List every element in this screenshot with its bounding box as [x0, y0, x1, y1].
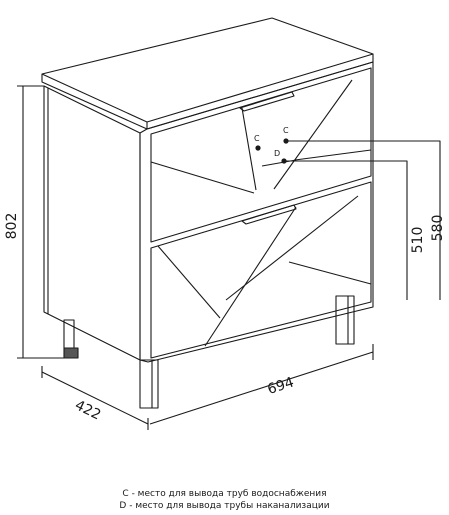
width-label: 694 — [266, 374, 296, 398]
cabinet-side-panel — [43, 85, 141, 361]
d-level-label: 510 — [410, 227, 426, 254]
bottom-drawer-handle — [241, 204, 297, 225]
bottom-drawer-front — [150, 181, 372, 359]
back-left-leg-foot — [63, 347, 79, 359]
depth-dimension-line — [41, 371, 149, 425]
width-dimension-line — [149, 351, 374, 425]
bottom-drawer-facet-3 — [225, 195, 359, 301]
c-right-label: C — [283, 126, 289, 135]
depth-label: 422 — [72, 397, 103, 423]
height-label: 802 — [4, 213, 20, 240]
top-drawer-facet-2 — [241, 107, 257, 191]
countertop-top-face — [41, 17, 374, 123]
d-leader-line — [284, 160, 408, 300]
top-drawer-facet-3 — [273, 79, 353, 190]
top-drawer-facet-1 — [150, 161, 255, 194]
front-left-leg — [139, 359, 159, 409]
legend-d-line: D - место для вывода трубы наканализации — [119, 501, 330, 511]
bottom-drawer-facet-4 — [288, 261, 372, 285]
bottom-drawer-facet-1 — [157, 245, 221, 319]
d-point — [281, 158, 287, 164]
top-drawer-front — [150, 67, 372, 243]
top-drawer-facet-4 — [294, 149, 372, 161]
c-level-label: 580 — [430, 215, 446, 242]
c-left-point — [255, 145, 261, 151]
c-leader-line — [286, 140, 441, 300]
c-right-point — [283, 138, 289, 144]
legend-c-line: C - место для вывода труб водоснабжения — [122, 489, 327, 499]
top-drawer-handle — [239, 91, 295, 112]
countertop-left-edge — [41, 54, 374, 130]
d-label: D — [274, 149, 280, 158]
bottom-drawer-facet-2 — [204, 206, 297, 347]
front-right-leg — [335, 295, 355, 345]
c-left-label: C — [254, 134, 260, 143]
